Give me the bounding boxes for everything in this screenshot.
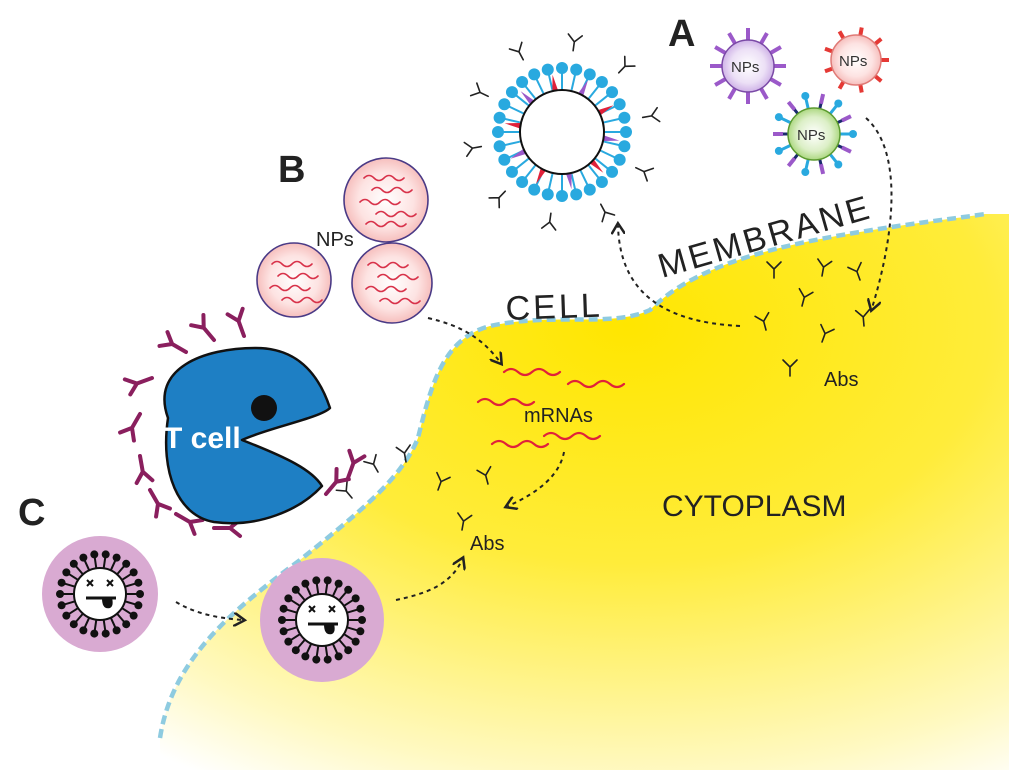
np-green: NPs: [773, 91, 857, 177]
virus-outside: [42, 536, 158, 652]
t-cell-body: [163, 346, 332, 525]
virus-face-icon: [86, 579, 116, 609]
t-cell-receptor: [148, 488, 172, 519]
t-cell-receptor: [324, 466, 351, 496]
mrna-np-top: [343, 157, 429, 243]
t-cell-receptor: [189, 312, 216, 342]
abs-left-label: Abs: [470, 533, 504, 555]
antibody-icon: [335, 480, 359, 504]
t-cell-receptor: [225, 306, 246, 338]
mrna-np-right: [351, 242, 433, 324]
panel-label-b: B: [278, 149, 305, 191]
dashed-arrows: [175, 117, 893, 620]
mrnas-label: mRNAs: [524, 405, 593, 427]
np-red-label: NPs: [839, 53, 867, 70]
abs-right-label: Abs: [824, 369, 858, 391]
np-purple: NPs: [710, 28, 786, 104]
dashed-arrow-icon: [395, 560, 462, 601]
virus-inside: [260, 558, 384, 682]
antibody-icon: [593, 200, 616, 223]
t-cell-receptor: [134, 454, 155, 485]
dashed-arrow-icon: [175, 601, 242, 620]
mrna-np-left: [256, 242, 332, 318]
t-cell-label: T cell: [164, 422, 241, 455]
virus-face-icon: [308, 605, 338, 635]
dashed-arrow-icon: [618, 226, 741, 327]
cytoplasm-label: CYTOPLASM: [662, 490, 847, 523]
np-red: NPs: [824, 27, 889, 93]
t-cell-receptor: [346, 448, 367, 480]
np-group-b-label: NPs: [316, 229, 354, 251]
np-green-label: NPs: [797, 127, 825, 144]
antibody-icon: [565, 33, 584, 53]
dashed-arrow-icon: [427, 317, 500, 362]
t-cell-nucleus: [251, 395, 277, 421]
antibody-icon: [488, 185, 512, 209]
np-purple-label: NPs: [731, 59, 759, 76]
antibody-icon: [463, 138, 484, 158]
antibody-icon: [640, 106, 661, 126]
lipid-nanoparticle-icon: [463, 33, 661, 231]
antibody-icon: [631, 160, 655, 182]
antibody-icon: [540, 211, 559, 231]
dashed-arrow-icon: [865, 117, 893, 308]
antibody-icon: [469, 82, 493, 104]
panel-label-c: C: [18, 492, 45, 534]
t-cell-receptor: [157, 330, 188, 354]
antibody-icon: [612, 55, 636, 79]
t-cell: T cell: [118, 306, 367, 538]
t-cell-receptor: [118, 412, 142, 443]
cell-label: CELL: [505, 287, 603, 328]
antibody-icon: [508, 41, 531, 64]
t-cell-receptor: [174, 512, 205, 536]
dashed-arrow-icon: [508, 451, 565, 506]
t-cell-receptor: [122, 376, 154, 397]
antibody-icon: [363, 453, 385, 477]
panel-label-a: A: [668, 13, 695, 55]
